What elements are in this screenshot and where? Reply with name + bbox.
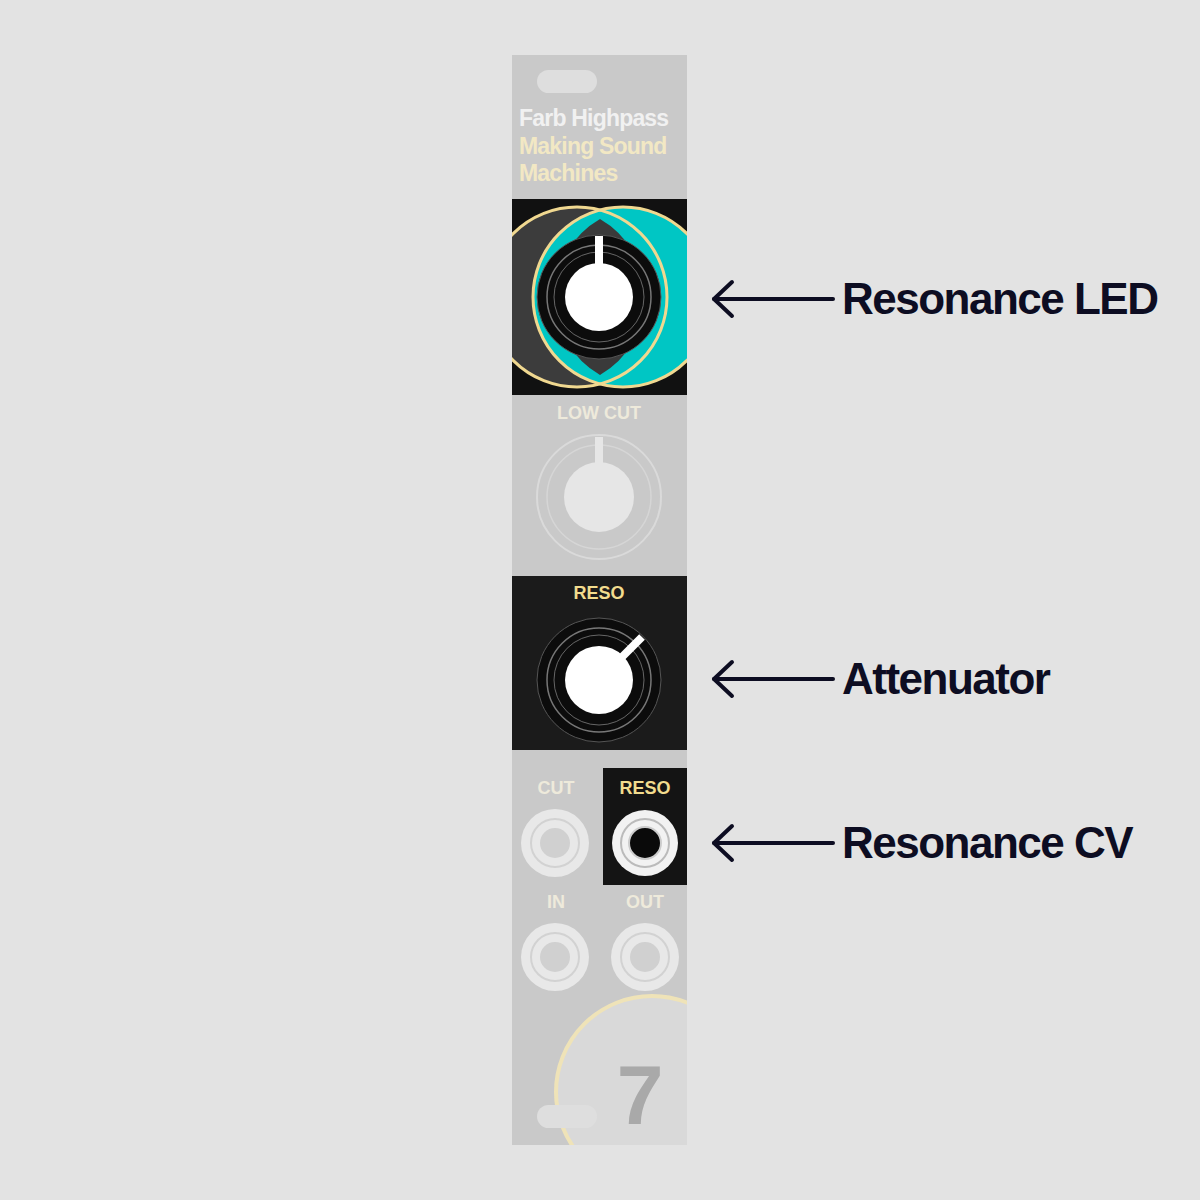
jack-label: IN [547, 893, 565, 911]
reso-cv-highlight [603, 768, 687, 885]
low-cut-knob [537, 435, 661, 559]
knob-label: RESO [573, 584, 624, 602]
in-jack [521, 923, 589, 991]
mounting-slot [537, 70, 597, 93]
resonance-led [512, 207, 687, 387]
module-title: Farb Highpass [519, 107, 668, 130]
module-number: 7 [617, 1053, 664, 1137]
brand-name: Making Sound [519, 135, 667, 158]
attenuator-knob [537, 618, 661, 742]
mounting-slot [537, 1105, 597, 1128]
callout-arrows [714, 282, 833, 860]
led-knob [537, 235, 661, 359]
callout-label: Attenuator [842, 657, 1049, 701]
jack-label: RESO [619, 779, 670, 797]
jack-label: OUT [626, 893, 664, 911]
attenuator-highlight [512, 576, 687, 750]
cut-jack [521, 809, 589, 877]
jack-label: CUT [538, 779, 575, 797]
brand-name: Machines [519, 162, 617, 185]
knob-label: LOW CUT [557, 404, 641, 422]
out-jack [611, 923, 679, 991]
callout-label: Resonance CV [842, 821, 1132, 865]
reso-cv-jack [612, 810, 678, 876]
callout-label: Resonance LED [842, 277, 1157, 321]
